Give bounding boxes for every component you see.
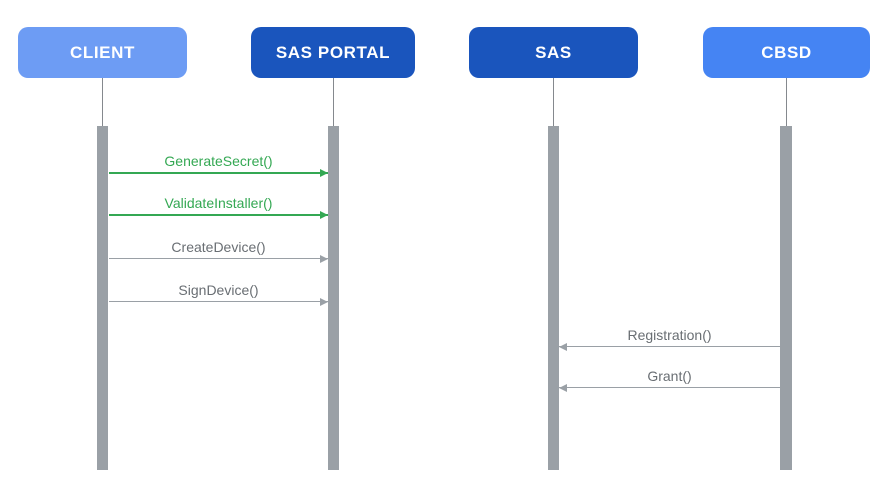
- actor-label-sas-portal: SAS PORTAL: [275, 42, 391, 62]
- message-generate-secret: GenerateSecret(): [109, 151, 328, 177]
- message-line: [109, 297, 328, 306]
- arrowhead-left-icon: [559, 342, 567, 351]
- message-validate-installer: ValidateInstaller(): [109, 193, 328, 219]
- arrowhead-right-icon: [320, 169, 328, 177]
- message-line: [109, 169, 328, 177]
- message-label: GenerateSecret(): [164, 153, 273, 169]
- message-create-device: CreateDevice(): [109, 237, 328, 263]
- arrowhead-left-icon: [559, 383, 567, 392]
- lifeline-stem-sas: [553, 78, 554, 126]
- message-line: [559, 342, 780, 351]
- message-label: Grant(): [647, 368, 692, 384]
- message-sign-device: SignDevice(): [109, 280, 328, 306]
- activation-bar-client: [97, 126, 108, 470]
- actor-label-cbsd: CBSD: [761, 42, 812, 62]
- lifeline-stem-sas-portal: [333, 78, 334, 126]
- message-grant: Grant(): [559, 366, 780, 392]
- activation-bar-sas: [548, 126, 559, 470]
- message-line: [559, 383, 780, 392]
- message-registration: Registration(): [559, 325, 780, 351]
- actor-box-cbsd: CBSD: [703, 27, 870, 78]
- lifeline-stem-client: [102, 78, 103, 126]
- actor-box-sas: SAS: [469, 27, 638, 78]
- lifeline-stem-cbsd: [786, 78, 787, 126]
- activation-bar-sas-portal: [328, 126, 339, 470]
- arrowhead-right-icon: [320, 211, 328, 219]
- message-label: SignDevice(): [178, 282, 259, 298]
- activation-bar-cbsd: [780, 126, 792, 470]
- message-label: CreateDevice(): [171, 239, 266, 255]
- message-line: [109, 211, 328, 219]
- actor-box-client: CLIENT: [18, 27, 187, 78]
- actor-label-sas: SAS: [535, 42, 572, 62]
- arrowhead-right-icon: [320, 254, 328, 263]
- message-label: ValidateInstaller(): [164, 195, 273, 211]
- message-line: [109, 254, 328, 263]
- arrowhead-right-icon: [320, 297, 328, 306]
- actor-box-sas-portal: SAS PORTAL: [251, 27, 415, 78]
- message-label: Registration(): [627, 327, 712, 343]
- actor-label-client: CLIENT: [70, 42, 135, 62]
